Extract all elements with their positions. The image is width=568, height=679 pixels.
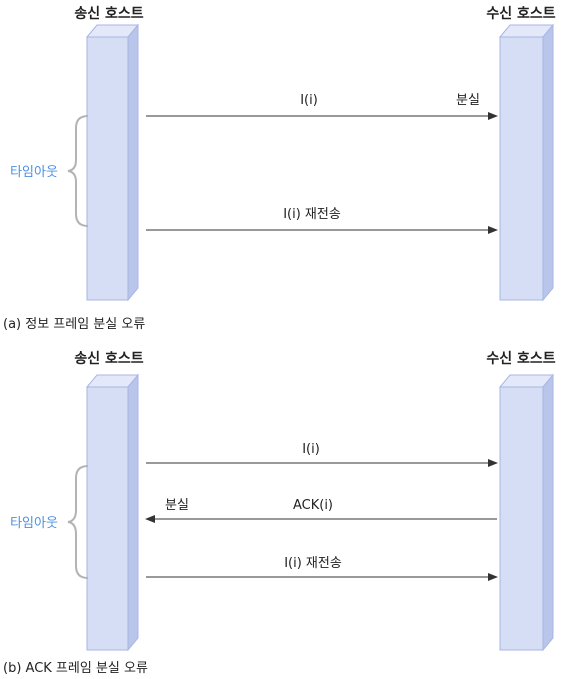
ack-label: ACK(i) <box>293 498 333 513</box>
retransmit-label: I(i) 재전송 <box>283 207 341 222</box>
frame-label: I(i) <box>302 442 320 457</box>
frame-label: I(i) <box>300 93 318 108</box>
loss-label: 분실 <box>165 498 189 513</box>
panel-a: 송신 호스트 수신 호스트 타임아웃 I(i) 분실 I(i) 재전송 (a) … <box>3 6 556 332</box>
receiver-host-bar <box>498 373 555 652</box>
sender-host-title: 송신 호스트 <box>74 351 143 367</box>
receiver-host-title: 수신 호스트 <box>486 351 555 367</box>
loss-label: 분실 <box>456 93 480 108</box>
sender-host-bar <box>85 23 140 302</box>
timeout-brace <box>67 115 89 227</box>
receiver-host-bar <box>498 23 555 302</box>
timeout-label: 타임아웃 <box>10 516 58 531</box>
sender-host-bar <box>85 373 140 652</box>
caption-b: (b) ACK 프레임 분실 오류 <box>3 661 148 676</box>
caption-a: (a) 정보 프레임 분실 오류 <box>3 317 145 332</box>
sender-host-title: 송신 호스트 <box>74 6 143 22</box>
panel-b: 송신 호스트 수신 호스트 타임아웃 I(i) ACK(i) 분실 I(i) 재… <box>3 351 556 676</box>
receiver-host-title: 수신 호스트 <box>486 6 555 22</box>
timeout-label: 타임아웃 <box>10 165 58 180</box>
timeout-brace <box>67 465 89 579</box>
retransmit-label: I(i) 재전송 <box>284 556 342 571</box>
